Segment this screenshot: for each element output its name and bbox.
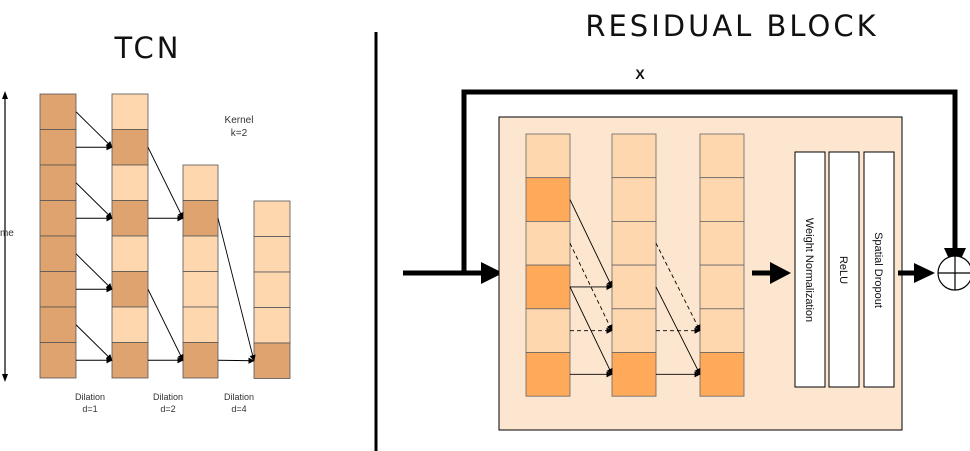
spatial-dropout-box: Spatial Dropout [863, 151, 895, 388]
tcn-cell [111, 235, 149, 272]
tcn-arrow [75, 253, 113, 290]
tcn-cell [111, 93, 149, 130]
time-label: Time [0, 228, 14, 239]
tcn-cell [182, 306, 219, 343]
residual-cell [699, 264, 745, 310]
tcn-cell [111, 164, 149, 201]
tcn-cell-columns [39, 93, 291, 379]
tcn-cell [39, 306, 77, 343]
tcn-dilation-arrows [75, 111, 256, 364]
tcn-cell [253, 342, 291, 379]
residual-cell [611, 133, 657, 179]
residual-arrow [569, 199, 613, 288]
tcn-arrow [75, 111, 113, 148]
residual-cell [525, 177, 571, 222]
tcn-cell [111, 271, 149, 308]
tcn-arrow [147, 147, 184, 219]
residual-dashed-arrow [569, 243, 613, 332]
residual-arrows [569, 199, 701, 378]
to-sum-arrow [898, 263, 935, 283]
input-arrow [403, 262, 503, 284]
residual-cell [525, 264, 571, 310]
residual-cell [525, 220, 571, 266]
tcn-cell [39, 235, 77, 272]
residual-cell [525, 308, 571, 353]
tcn-cell [39, 164, 77, 201]
residual-dashed-arrow [655, 243, 701, 332]
tcn-cell [39, 342, 77, 379]
tcn-cell [39, 129, 77, 166]
tcn-arrow [217, 218, 256, 362]
tcn-title: TCN [114, 31, 182, 65]
residual-cell [611, 220, 657, 266]
tcn-panel: TCN Time Kernel k=2 Dilation d=1 Dilatio… [0, 31, 291, 414]
tcn-cell [182, 164, 219, 201]
residual-panel: RESIDUAL BLOCK X Weight Normalization [403, 9, 970, 431]
dilation-value-2: d=2 [160, 404, 175, 414]
skip-label: X [635, 66, 645, 82]
relu-box: ReLU [828, 151, 860, 388]
tcn-arrow [75, 182, 113, 219]
tcn-cell [253, 271, 291, 308]
relu-label: ReLU [837, 256, 849, 284]
residual-cell [611, 177, 657, 222]
kernel-label: Kernel [225, 115, 254, 126]
weight-normalization-box: Weight Normalization [794, 151, 826, 388]
sum-node-icon [937, 255, 970, 291]
tcn-cell [39, 271, 77, 308]
kernel-value: k=2 [231, 128, 248, 139]
time-axis [2, 91, 8, 382]
residual-cell [699, 308, 745, 353]
residual-cell [611, 352, 657, 397]
tcn-cell [39, 200, 77, 237]
tcn-cell [182, 235, 219, 272]
residual-cell [611, 308, 657, 353]
residual-cell [525, 133, 571, 179]
tcn-cell [111, 200, 149, 237]
spatial-dropout-label: Spatial Dropout [872, 232, 884, 308]
dilation-label-2: Dilation [153, 392, 183, 402]
residual-cell [525, 352, 571, 397]
weight-normalization-label: Weight Normalization [803, 218, 815, 322]
tcn-cell [182, 271, 219, 308]
residual-cell [611, 264, 657, 310]
residual-cell [699, 177, 745, 222]
dilation-value-3: d=4 [231, 404, 246, 414]
residual-cell [699, 352, 745, 397]
tcn-cell [182, 200, 219, 237]
dilation-label-3: Dilation [224, 392, 254, 402]
tcn-arrow [75, 324, 113, 361]
residual-title: RESIDUAL BLOCK [585, 9, 878, 43]
residual-cell [699, 220, 745, 266]
tcn-cell [39, 93, 77, 130]
tcn-cell [253, 307, 291, 344]
tcn-cell [111, 129, 149, 166]
to-layers-arrow [752, 262, 791, 284]
tcn-arrow [217, 357, 255, 364]
tcn-cell [111, 306, 149, 343]
tcn-cell [182, 342, 219, 379]
tcn-cell [253, 236, 291, 273]
dilation-value-1: d=1 [82, 404, 97, 414]
dilation-label-1: Dilation [75, 392, 105, 402]
tcn-cell [253, 200, 291, 237]
residual-cell [699, 133, 745, 179]
residual-cell-columns [525, 133, 745, 397]
tcn-arrow [147, 289, 184, 361]
tcn-cell [111, 342, 149, 379]
